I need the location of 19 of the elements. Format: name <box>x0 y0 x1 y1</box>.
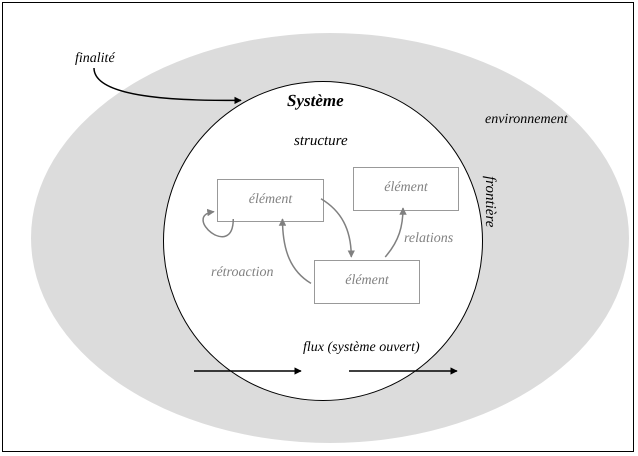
element-box <box>217 179 324 222</box>
edge-label: relations <box>404 232 454 246</box>
arrow <box>320 198 355 258</box>
node-label: élément <box>248 192 294 206</box>
element-box <box>314 260 420 304</box>
arrow <box>93 68 242 104</box>
node-label: structure <box>294 134 348 149</box>
arrow <box>384 207 407 258</box>
arrow <box>202 210 234 238</box>
edge-label: rétroaction <box>211 266 274 280</box>
node-label: élément <box>383 181 429 195</box>
arrow <box>278 218 312 284</box>
node-label: environnement <box>485 113 568 127</box>
node-label: finalité <box>75 48 145 70</box>
system-title: Système <box>287 92 344 109</box>
caption-text: flux (système ouvert) <box>303 341 420 355</box>
node-label: élément <box>344 274 390 288</box>
element-box <box>353 167 459 211</box>
boundary-label: frontière <box>482 176 497 228</box>
